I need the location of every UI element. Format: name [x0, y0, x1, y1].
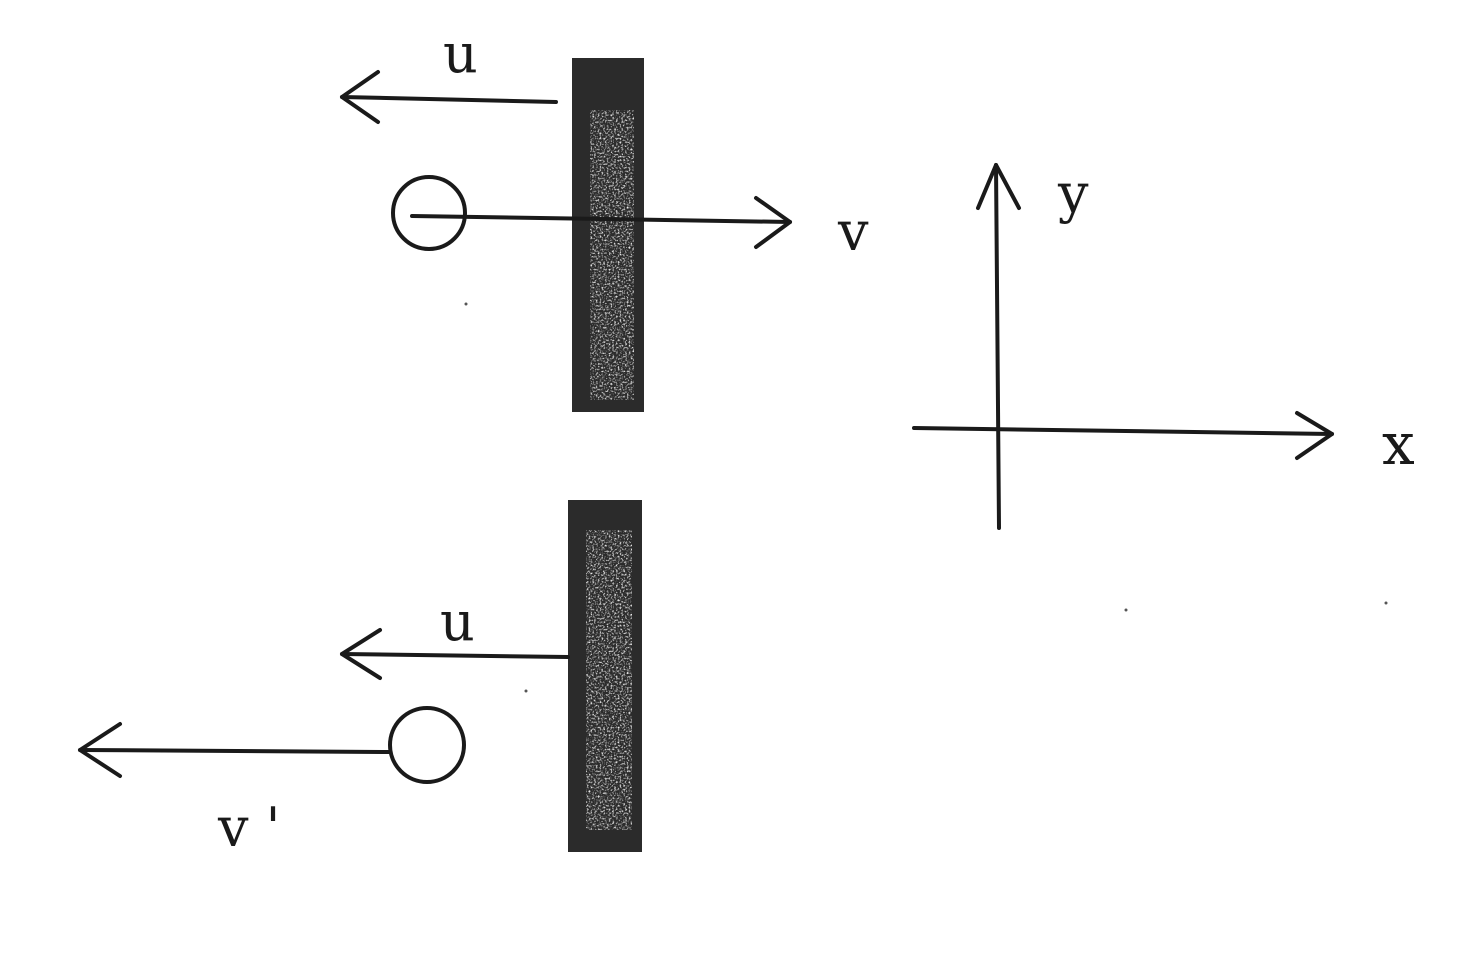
top-wall-velocity-arrow — [340, 70, 558, 124]
y-axis — [976, 163, 1021, 530]
ball-final-velocity-arrow — [78, 722, 392, 778]
ball-final-velocity-label: v ' — [217, 796, 281, 859]
top-wall-velocity-label: u — [443, 22, 478, 85]
y-axis-label: y — [1057, 162, 1089, 225]
x-axis-label: x — [1382, 410, 1415, 478]
coordinate-axes — [912, 163, 1334, 530]
bottom-wall-velocity-arrow — [340, 628, 570, 680]
bottom-ball — [388, 706, 466, 784]
bottom-scene: u v ' — [78, 500, 642, 859]
scan-specks — [464, 302, 1388, 693]
bottom-wall — [568, 500, 642, 852]
top-scene: u v — [340, 22, 869, 412]
bottom-wall-velocity-label: u — [440, 590, 475, 653]
ball-initial-velocity-label: v — [837, 200, 869, 263]
x-axis — [912, 411, 1334, 460]
ball-initial-velocity-arrow — [410, 196, 792, 249]
top-ball — [391, 175, 467, 251]
top-wall — [572, 58, 644, 412]
